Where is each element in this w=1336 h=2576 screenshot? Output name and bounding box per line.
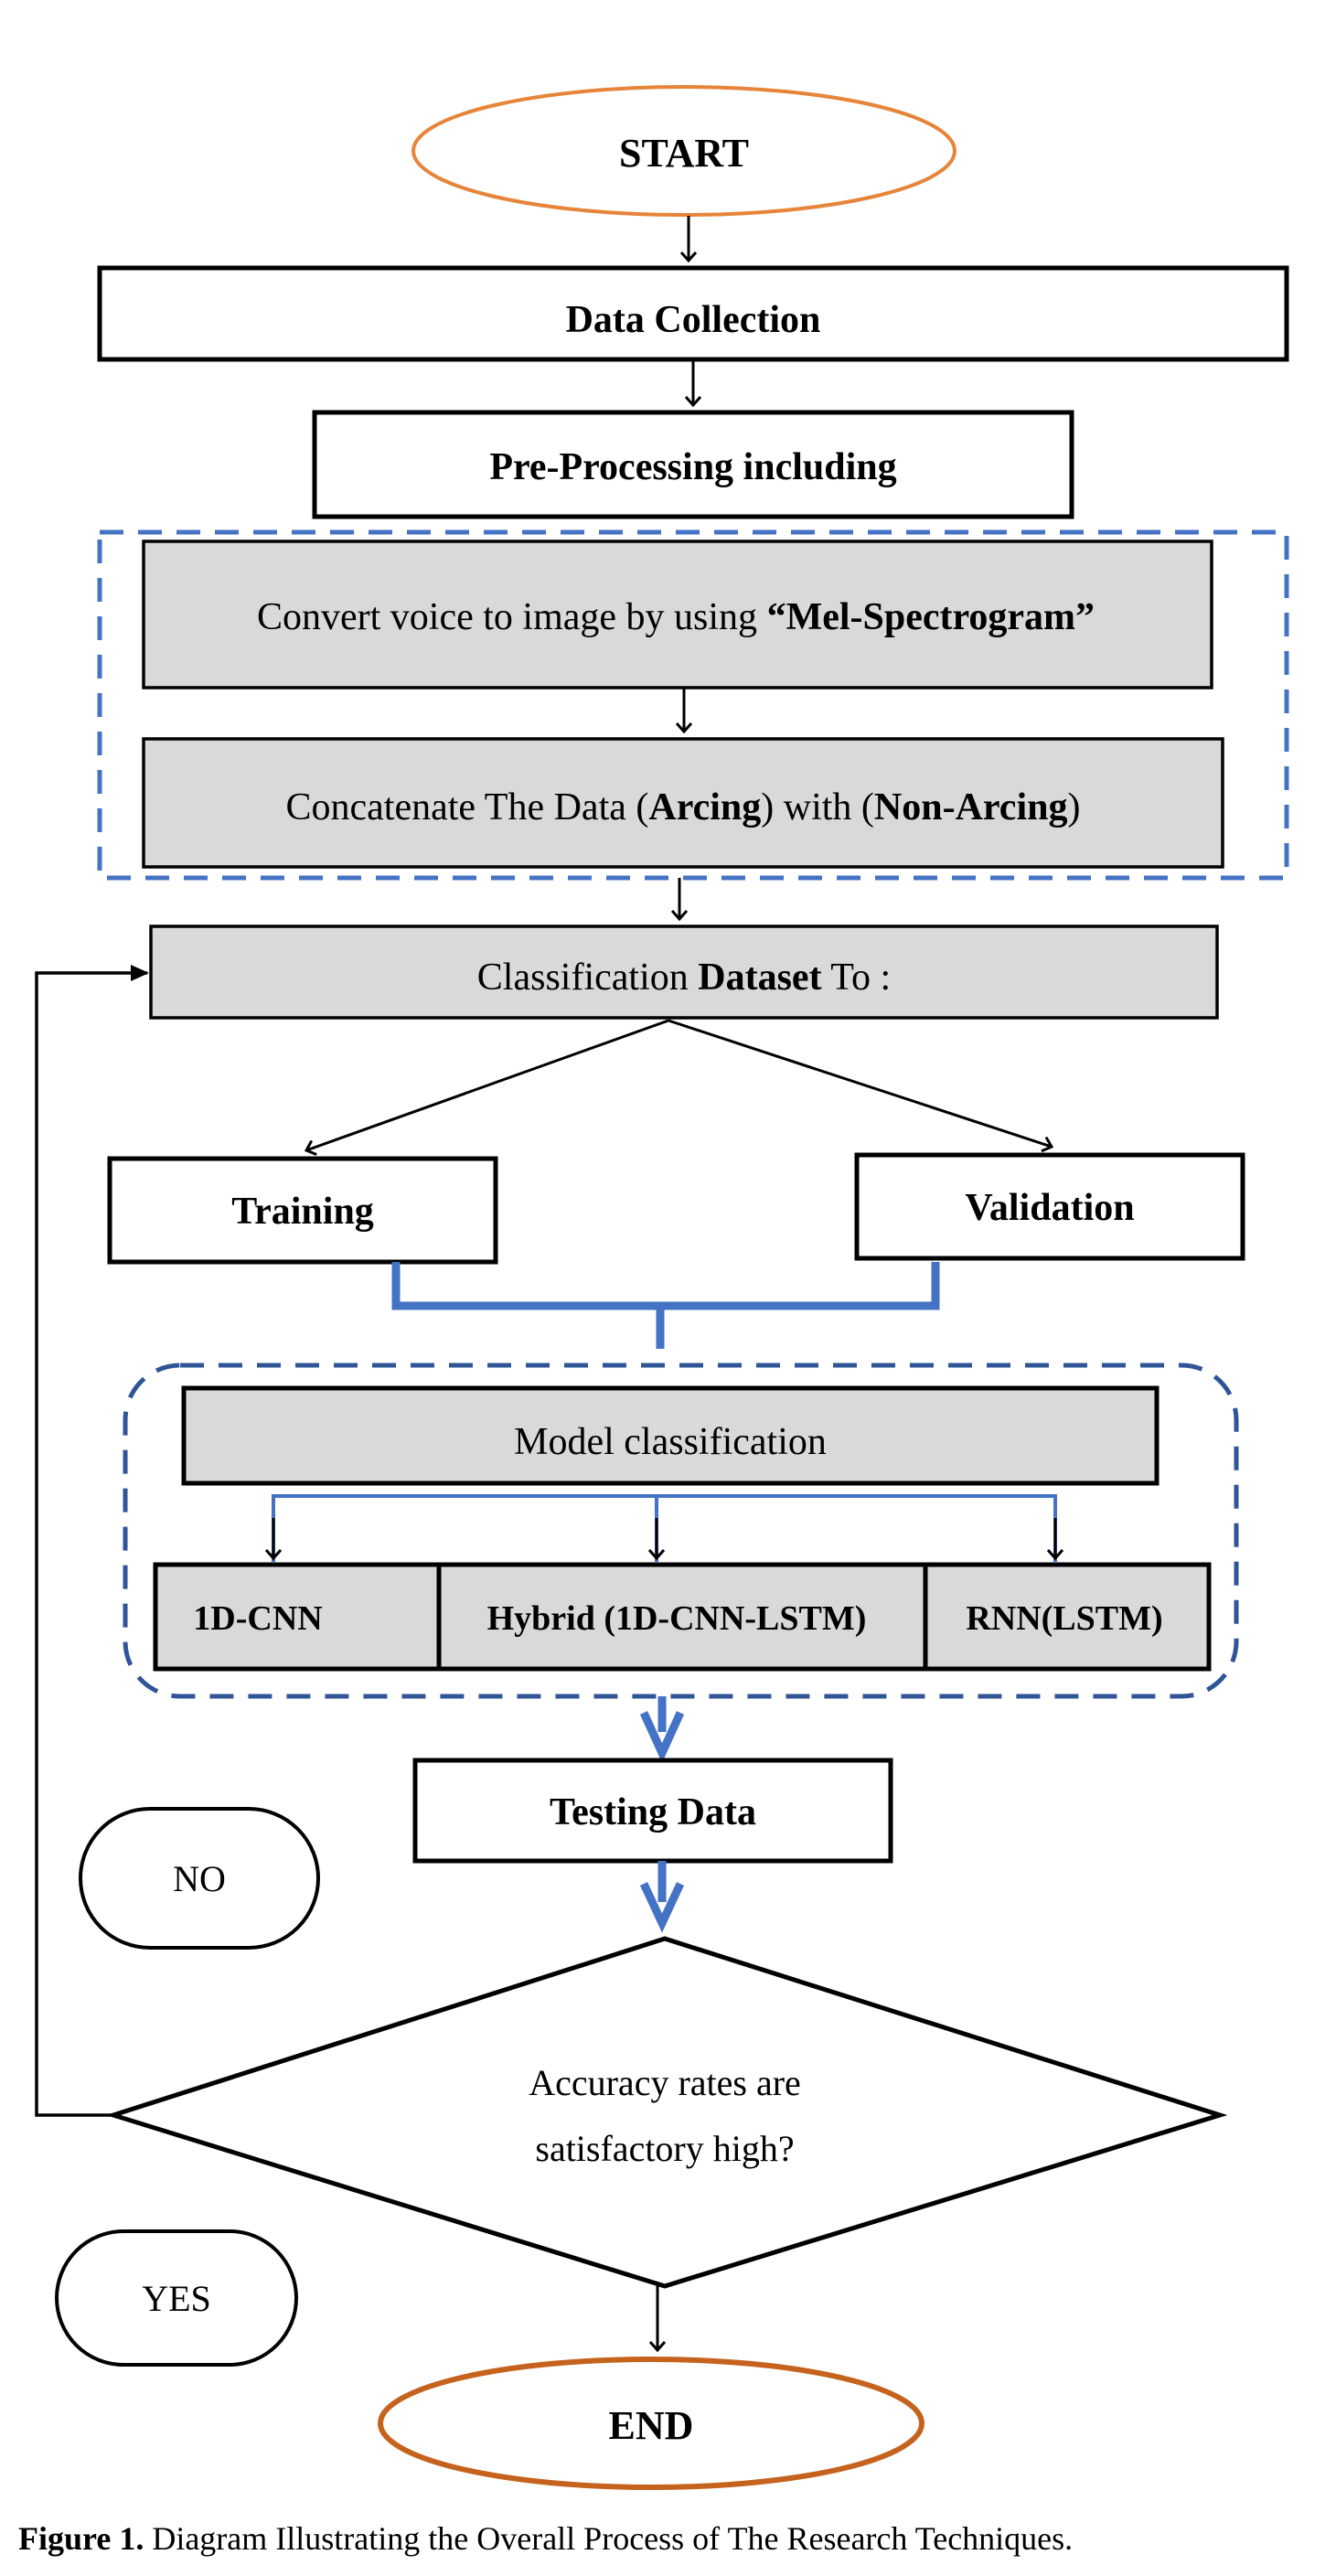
start-label: START [619,131,749,176]
merge-bracket [391,1262,940,1349]
arrow-to-testing [639,1696,685,1763]
testing-data-box [412,1758,893,1864]
data-collection-label: Data Collection [566,299,821,341]
model-1d-cnn-label: 1D-CNN [193,1599,322,1638]
validation-box [854,1152,1245,1261]
model-classification-label: Model classification [514,1421,827,1463]
decision-line-2: satisfactory high? [535,2128,794,2169]
caption-text: Diagram Illustrating the Overall Process… [152,2520,1074,2557]
yes-label: YES [142,2278,211,2319]
model-rnn-box [923,1562,1212,1672]
data-collection-box [97,265,1289,362]
feedback-loop-arrow [35,965,149,2117]
training-label: Training [231,1191,374,1233]
no-label: NO [173,1858,226,1899]
end-node [378,2357,925,2490]
accuracy-decision [105,1936,1228,2289]
classification-dataset-label: Classification Dataset To : [477,957,891,999]
decision-line-1: Accuracy rates are [529,2062,801,2103]
no-label-box [79,1807,320,1950]
start-node [411,85,957,217]
arrow-to-training [304,1019,669,1156]
model-classification-box [181,1385,1160,1486]
end-label: END [609,2403,694,2448]
concatenate-label: Concatenate The Data (Arcing) with (Non-… [286,786,1081,828]
figure-caption: Figure 1. Diagram Illustrating the Overa… [18,2519,1317,2558]
model-1d-cnn-box [153,1562,442,1672]
testing-data-label: Testing Data [550,1791,756,1833]
mel-spectrogram-label: Convert voice to image by using “Mel-Spe… [257,596,1095,638]
mel-spectrogram-box [142,540,1213,689]
model-hybrid-label: Hybrid (1D-CNN-LSTM) [487,1599,867,1638]
arrow-to-validation [668,1019,1054,1153]
concatenate-box [142,737,1224,869]
preprocessing-box [312,410,1074,519]
model-group [123,1363,1239,1699]
preprocessing-label: Pre-Processing including [489,446,896,488]
model-hybrid-box [436,1562,928,1672]
yes-label-box [55,2229,298,2367]
arrow-to-decision [639,1861,685,1933]
model-branch [272,1494,1057,1562]
caption-label: Figure 1. [18,2520,144,2557]
preprocessing-group [97,529,1289,881]
classification-dataset-box [149,925,1219,1020]
training-box [107,1156,498,1265]
model-rnn-label: RNN(LSTM) [966,1599,1162,1638]
validation-label: Validation [965,1187,1134,1229]
